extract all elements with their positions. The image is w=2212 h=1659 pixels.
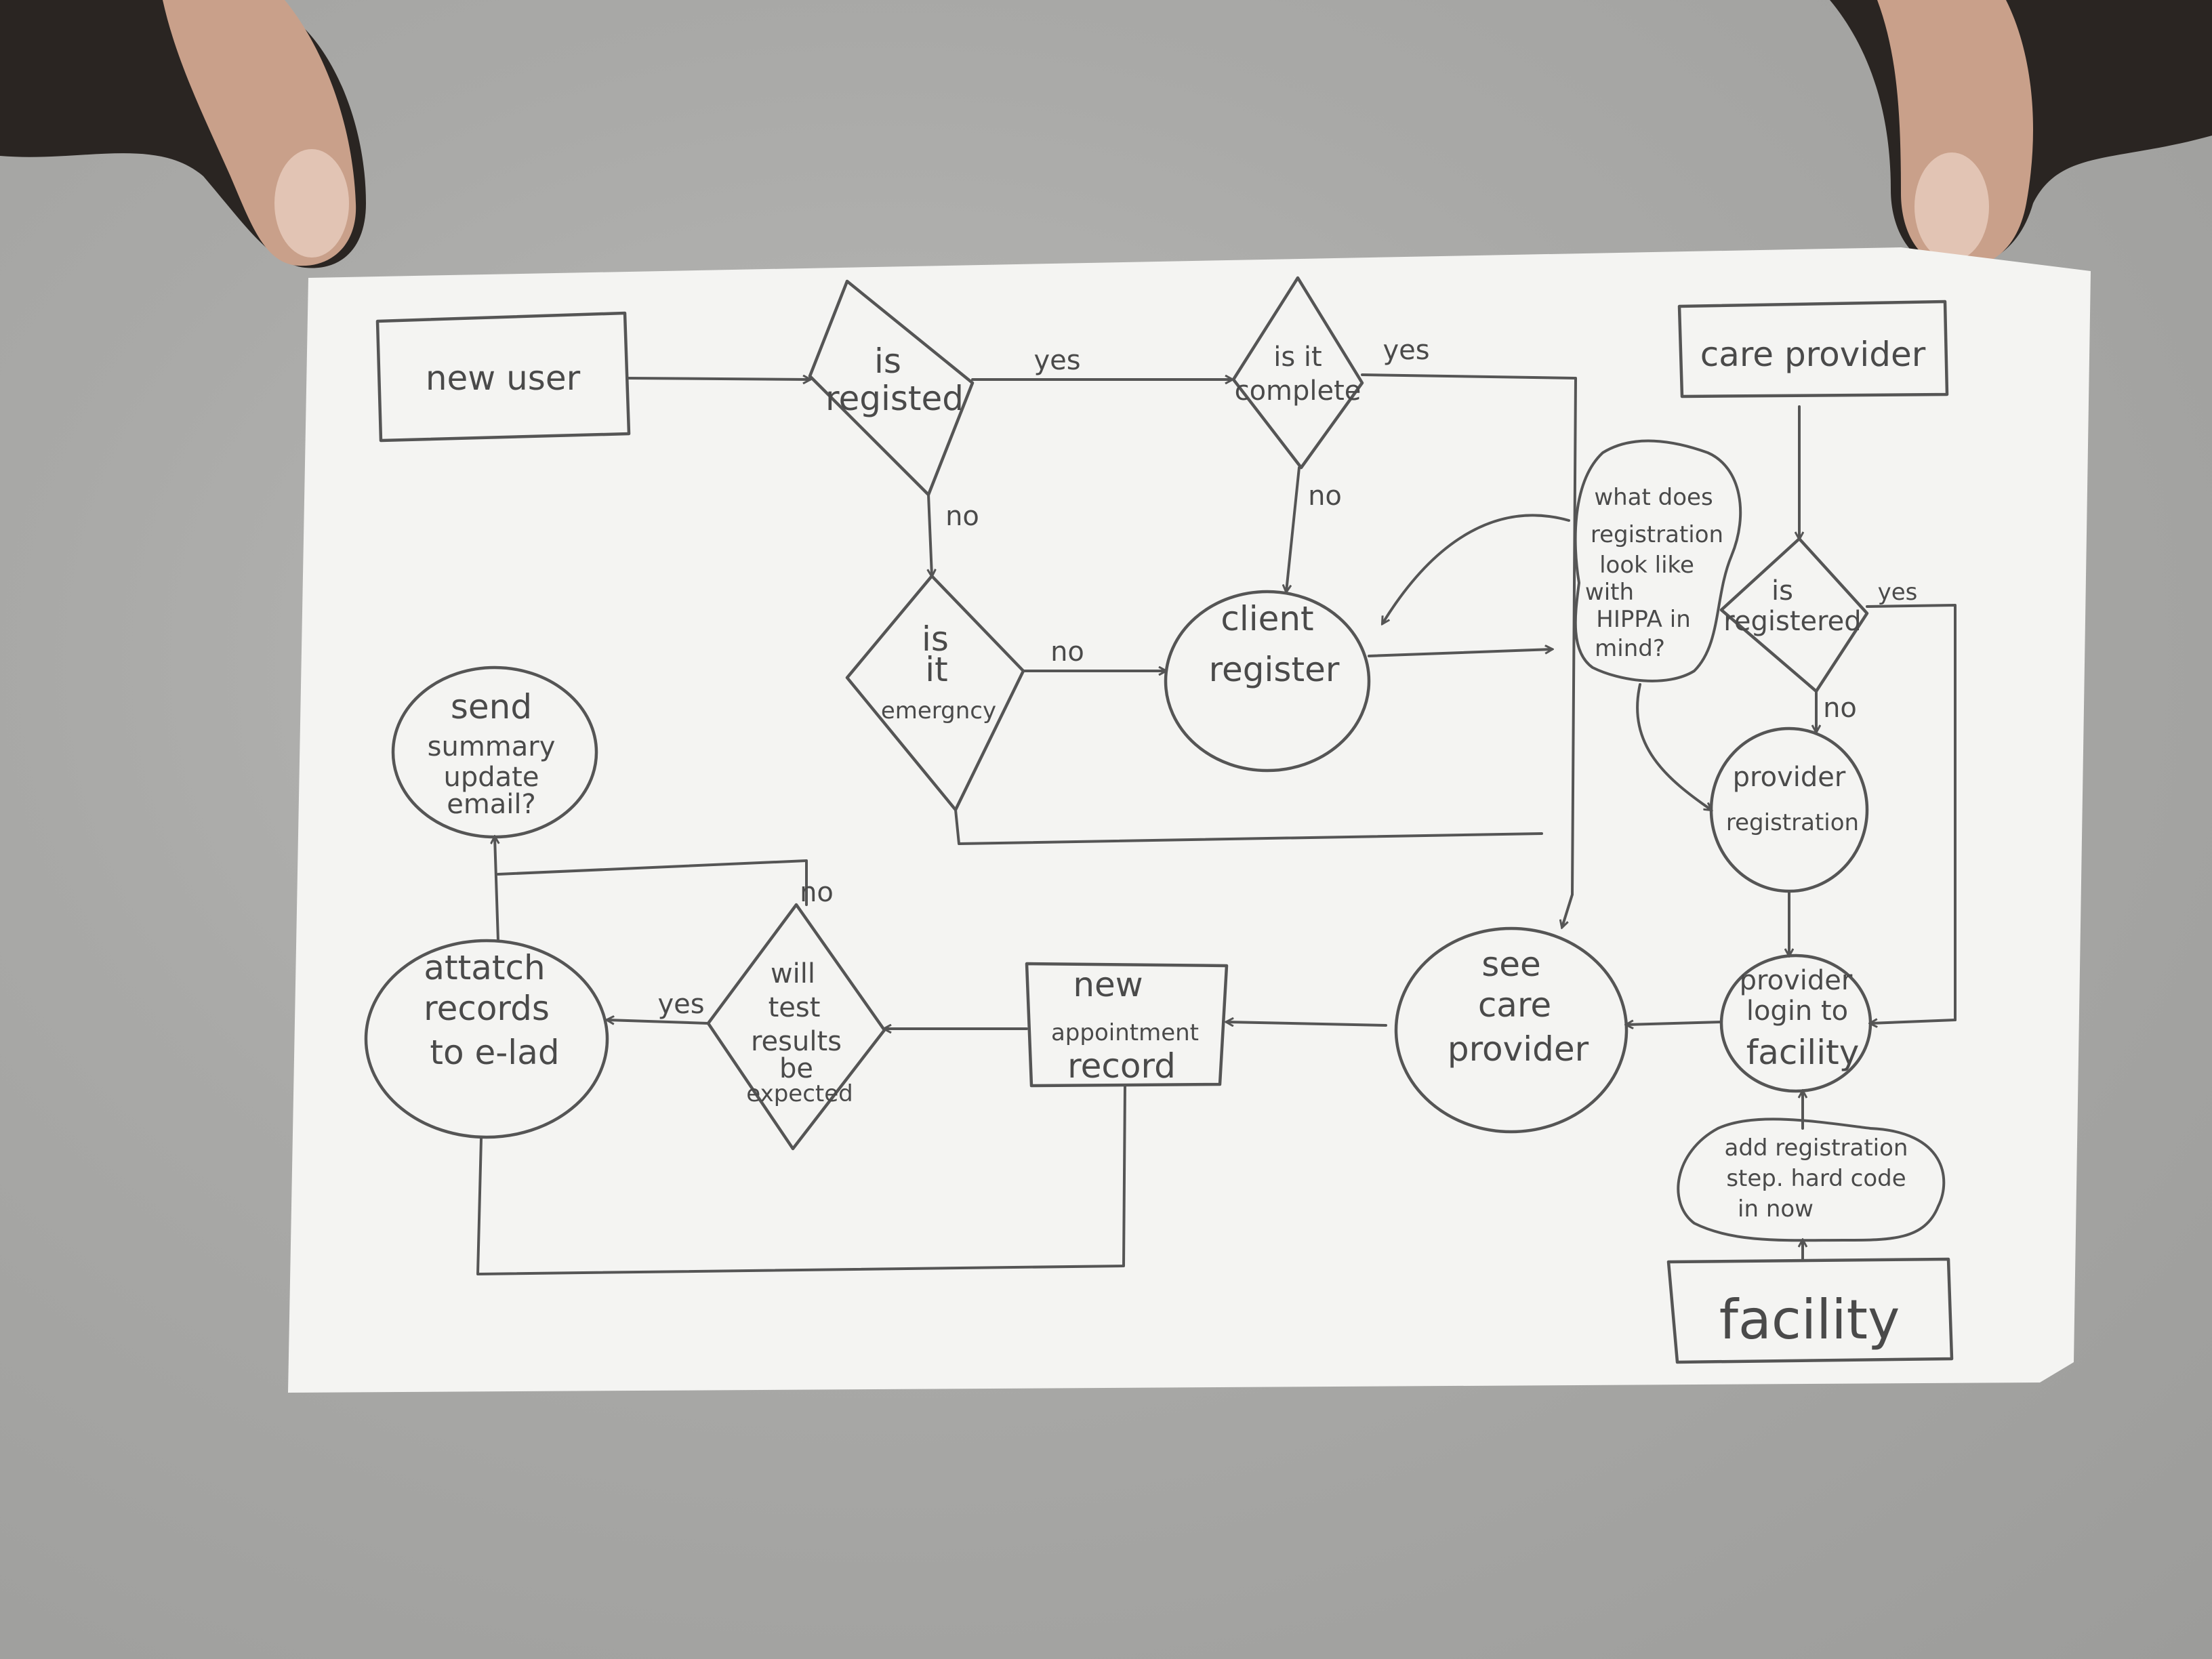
svg-text:will: will [771, 958, 815, 989]
svg-text:registration: registration [1591, 521, 1723, 548]
svg-text:records: records [424, 989, 550, 1028]
attach-records-node: attatch records to e-lad [364, 939, 609, 1139]
svg-text:registered: registered [1723, 606, 1861, 637]
svg-text:is: is [922, 619, 949, 659]
svg-text:attatch: attatch [424, 948, 545, 987]
svg-text:appointment: appointment [1051, 1019, 1199, 1046]
svg-text:care: care [1478, 985, 1551, 1025]
svg-text:provider: provider [1448, 1029, 1589, 1069]
send-summary-node: send summary update email? [391, 665, 598, 839]
svg-text:summary: summary [428, 731, 556, 762]
svg-text:login to: login to [1746, 996, 1848, 1027]
facility-note-cloud: add registration step. hard code in now [1677, 1118, 1946, 1242]
svg-text:no: no [800, 877, 834, 908]
svg-text:provider: provider [1733, 762, 1846, 793]
right-hand [1830, 0, 2212, 268]
svg-text:no: no [945, 501, 979, 532]
svg-text:test: test [769, 992, 821, 1023]
svg-text:new user: new user [426, 359, 581, 398]
svg-text:care provider: care provider [1700, 335, 1926, 374]
svg-text:client: client [1221, 599, 1313, 638]
svg-text:facility: facility [1746, 1033, 1860, 1072]
svg-text:facility: facility [1719, 1288, 1900, 1351]
svg-text:see: see [1481, 945, 1541, 984]
svg-text:results: results [751, 1026, 842, 1057]
svg-text:registration: registration [1726, 809, 1859, 836]
svg-text:yes: yes [657, 989, 704, 1020]
test-results-decision: will test results be expected [706, 903, 886, 1151]
svg-text:yes: yes [1382, 335, 1429, 366]
svg-text:send: send [451, 687, 532, 726]
svg-text:mind?: mind? [1595, 635, 1665, 662]
svg-text:register: register [1209, 650, 1340, 689]
svg-text:to e-lad: to e-lad [430, 1033, 559, 1072]
see-care-provider-node: see care provider [1394, 926, 1629, 1134]
svg-text:email?: email? [447, 789, 536, 820]
svg-text:no: no [1308, 480, 1342, 512]
care-provider-node: care provider [1677, 300, 1949, 398]
svg-text:expected: expected [746, 1080, 853, 1107]
facility-node: facility [1666, 1257, 1954, 1364]
left-hand [0, 0, 366, 268]
svg-text:is: is [874, 342, 901, 381]
svg-text:is it: is it [1273, 342, 1322, 373]
svg-text:is: is [1771, 575, 1793, 607]
paper-sheet [288, 247, 2091, 1393]
svg-text:HIPPA in: HIPPA in [1596, 606, 1691, 633]
svg-text:yes: yes [1878, 579, 1918, 606]
svg-text:yes: yes [1033, 345, 1080, 376]
svg-text:with: with [1585, 579, 1634, 606]
svg-text:it: it [925, 650, 948, 689]
new-user-node: new user [375, 311, 631, 443]
svg-text:registed: registed [825, 379, 964, 418]
svg-text:update: update [444, 762, 539, 793]
svg-text:provider: provider [1740, 965, 1853, 996]
is-complete-decision: is it complete [1231, 276, 1364, 470]
edge-labels: yes yes no no no yes no yes no [657, 335, 1917, 1020]
edges [476, 373, 1957, 1275]
svg-text:record: record [1067, 1046, 1176, 1086]
new-appointment-node: new appointment record [1025, 962, 1229, 1088]
svg-text:in now: in now [1738, 1195, 1814, 1223]
svg-text:no: no [1050, 636, 1084, 668]
svg-text:what does: what does [1594, 484, 1713, 511]
svg-text:new: new [1073, 965, 1143, 1004]
svg-text:add registration: add registration [1725, 1134, 1908, 1162]
svg-text:step. hard code: step. hard code [1726, 1165, 1906, 1192]
client-register-node: client register [1164, 590, 1371, 773]
svg-text:be: be [779, 1053, 813, 1084]
registration-note-cloud: what does registration look like with HI… [1574, 439, 1742, 682]
svg-text:no: no [1823, 693, 1857, 724]
svg-text:look like: look like [1599, 552, 1694, 579]
svg-text:complete: complete [1235, 375, 1361, 407]
svg-text:emergncy: emergncy [881, 697, 996, 724]
